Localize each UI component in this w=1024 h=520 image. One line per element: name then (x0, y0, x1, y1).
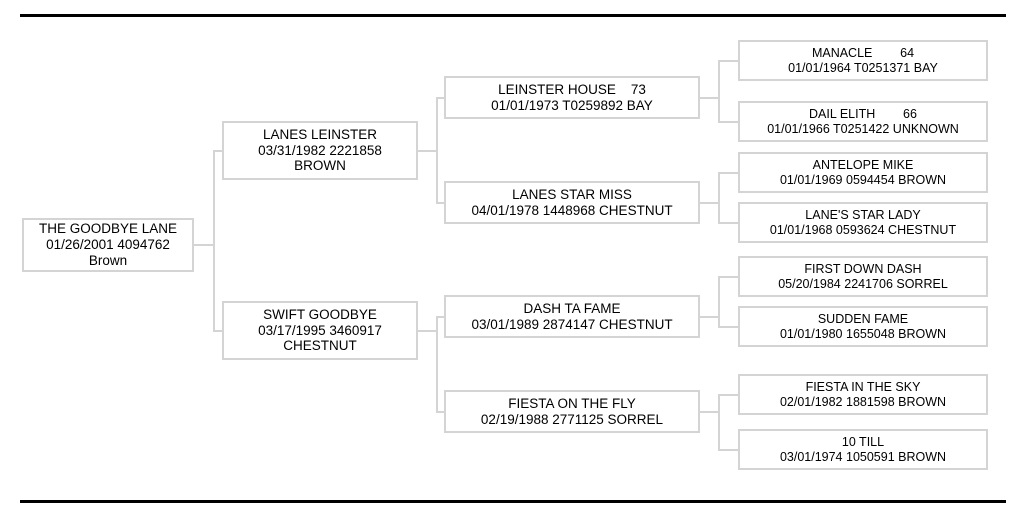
connector-to-gen3-7 (718, 449, 738, 451)
node-name: SWIFT GOODBYE (263, 306, 377, 322)
connector-gen2-3-stem (700, 411, 720, 413)
pedigree-node-gen3-0[interactable]: MANACLE 64 01/01/1964 T0251371 BAY (738, 40, 988, 81)
node-details: 03/17/1995 3460917 (258, 322, 382, 338)
pedigree-node-gen2-1[interactable]: LANES STAR MISS 04/01/1978 1448968 CHEST… (444, 181, 700, 224)
node-name: FIESTA ON THE FLY (508, 395, 636, 411)
node-details: 02/01/1982 1881598 BROWN (779, 394, 947, 409)
node-name: DASH TA FAME (523, 300, 621, 316)
connector-gen2-2-bracket (718, 277, 720, 327)
connector-subject-bracket (213, 151, 215, 331)
node-color: CHESTNUT (283, 338, 357, 354)
bottom-divider (20, 500, 1006, 503)
connector-to-gen3-1 (718, 121, 738, 123)
pedigree-node-gen1-dam[interactable]: SWIFT GOODBYE 03/17/1995 3460917 CHESTNU… (222, 301, 418, 360)
pedigree-node-gen3-1[interactable]: DAIL ELITH 66 01/01/1966 T0251422 UNKNOW… (738, 101, 988, 142)
pedigree-node-subject[interactable]: THE GOODBYE LANE 01/26/2001 4094762 Brow… (22, 218, 194, 272)
top-divider (20, 14, 1006, 17)
pedigree-node-gen3-6[interactable]: FIESTA IN THE SKY 02/01/1982 1881598 BRO… (738, 374, 988, 415)
connector-gen2-0-bracket (718, 61, 720, 122)
connector-gen2-1-stem (700, 202, 720, 204)
node-details: 01/01/1968 0593624 CHESTNUT (769, 222, 957, 237)
connector-gen2-1-bracket (718, 173, 720, 223)
pedigree-node-gen3-5[interactable]: SUDDEN FAME 01/01/1980 1655048 BROWN (738, 306, 988, 347)
node-details: 03/01/1989 2874147 CHESTNUT (471, 316, 673, 332)
node-name: MANACLE 64 (811, 45, 915, 60)
connector-gen1-0-bracket (436, 98, 438, 203)
node-name: FIRST DOWN DASH (804, 261, 922, 276)
node-name: THE GOODBYE LANE (38, 221, 178, 237)
node-details: 03/01/1974 1050591 BROWN (779, 449, 947, 464)
connector-to-gen2-1 (436, 202, 445, 204)
node-name: 10 TILL (841, 434, 885, 449)
connector-to-gen2-2 (436, 316, 445, 318)
connector-gen2-0-stem (700, 97, 720, 99)
node-details: 01/01/1966 T0251422 UNKNOWN (767, 121, 959, 136)
pedigree-node-gen3-7[interactable]: 10 TILL 03/01/1974 1050591 BROWN (738, 429, 988, 470)
node-details: 02/19/1988 2771125 SORREL (480, 411, 664, 427)
connector-to-gen1-0 (213, 150, 223, 152)
connector-to-gen2-3 (436, 411, 445, 413)
node-name: LANE'S STAR LADY (805, 207, 921, 222)
node-details: 05/20/1984 2241706 SORREL (778, 276, 948, 291)
connector-gen2-2-stem (700, 316, 720, 318)
node-name: LANES STAR MISS (512, 186, 632, 202)
connector-to-gen3-5 (718, 326, 738, 328)
node-details: 01/01/1973 T0259892 BAY (491, 97, 653, 113)
connector-to-gen3-6 (718, 394, 738, 396)
connector-to-gen3-2 (718, 172, 738, 174)
node-name: ANTELOPE MIKE (812, 157, 914, 172)
node-name: FIESTA IN THE SKY (805, 379, 921, 394)
connector-to-gen3-0 (718, 60, 738, 62)
pedigree-node-gen2-0[interactable]: LEINSTER HOUSE 73 01/01/1973 T0259892 BA… (444, 76, 700, 119)
node-details: 01/26/2001 4094762 (46, 237, 170, 253)
pedigree-node-gen2-3[interactable]: FIESTA ON THE FLY 02/19/1988 2771125 SOR… (444, 390, 700, 433)
pedigree-node-gen1-sire[interactable]: LANES LEINSTER 03/31/1982 2221858 BROWN (222, 121, 418, 180)
node-details: 03/31/1982 2221858 (258, 142, 382, 158)
connector-to-gen2-0 (436, 97, 445, 99)
connector-subject-stem (193, 244, 215, 246)
node-color: BROWN (294, 158, 346, 174)
connector-to-gen3-4 (718, 276, 738, 278)
node-details: 04/01/1978 1448968 CHESTNUT (471, 202, 673, 218)
node-details: 01/01/1969 0594454 BROWN (779, 172, 947, 187)
node-details: 01/01/1980 1655048 BROWN (779, 326, 947, 341)
pedigree-node-gen3-2[interactable]: ANTELOPE MIKE 01/01/1969 0594454 BROWN (738, 152, 988, 193)
pedigree-node-gen3-4[interactable]: FIRST DOWN DASH 05/20/1984 2241706 SORRE… (738, 256, 988, 297)
connector-gen2-3-bracket (718, 395, 720, 450)
node-details: 01/01/1964 T0251371 BAY (788, 60, 938, 75)
connector-gen1-1-bracket (436, 317, 438, 412)
connector-gen1-1-stem (418, 330, 438, 332)
node-name: LEINSTER HOUSE 73 (498, 81, 646, 97)
connector-gen1-0-stem (418, 150, 438, 152)
connector-to-gen1-1 (213, 330, 223, 332)
node-name: SUDDEN FAME (817, 311, 909, 326)
pedigree-node-gen2-2[interactable]: DASH TA FAME 03/01/1989 2874147 CHESTNUT (444, 295, 700, 338)
node-name: DAIL ELITH 66 (809, 106, 917, 121)
node-name: LANES LEINSTER (262, 126, 378, 142)
node-color: Brown (88, 252, 128, 268)
pedigree-node-gen3-3[interactable]: LANE'S STAR LADY 01/01/1968 0593624 CHES… (738, 202, 988, 243)
connector-to-gen3-3 (718, 222, 738, 224)
